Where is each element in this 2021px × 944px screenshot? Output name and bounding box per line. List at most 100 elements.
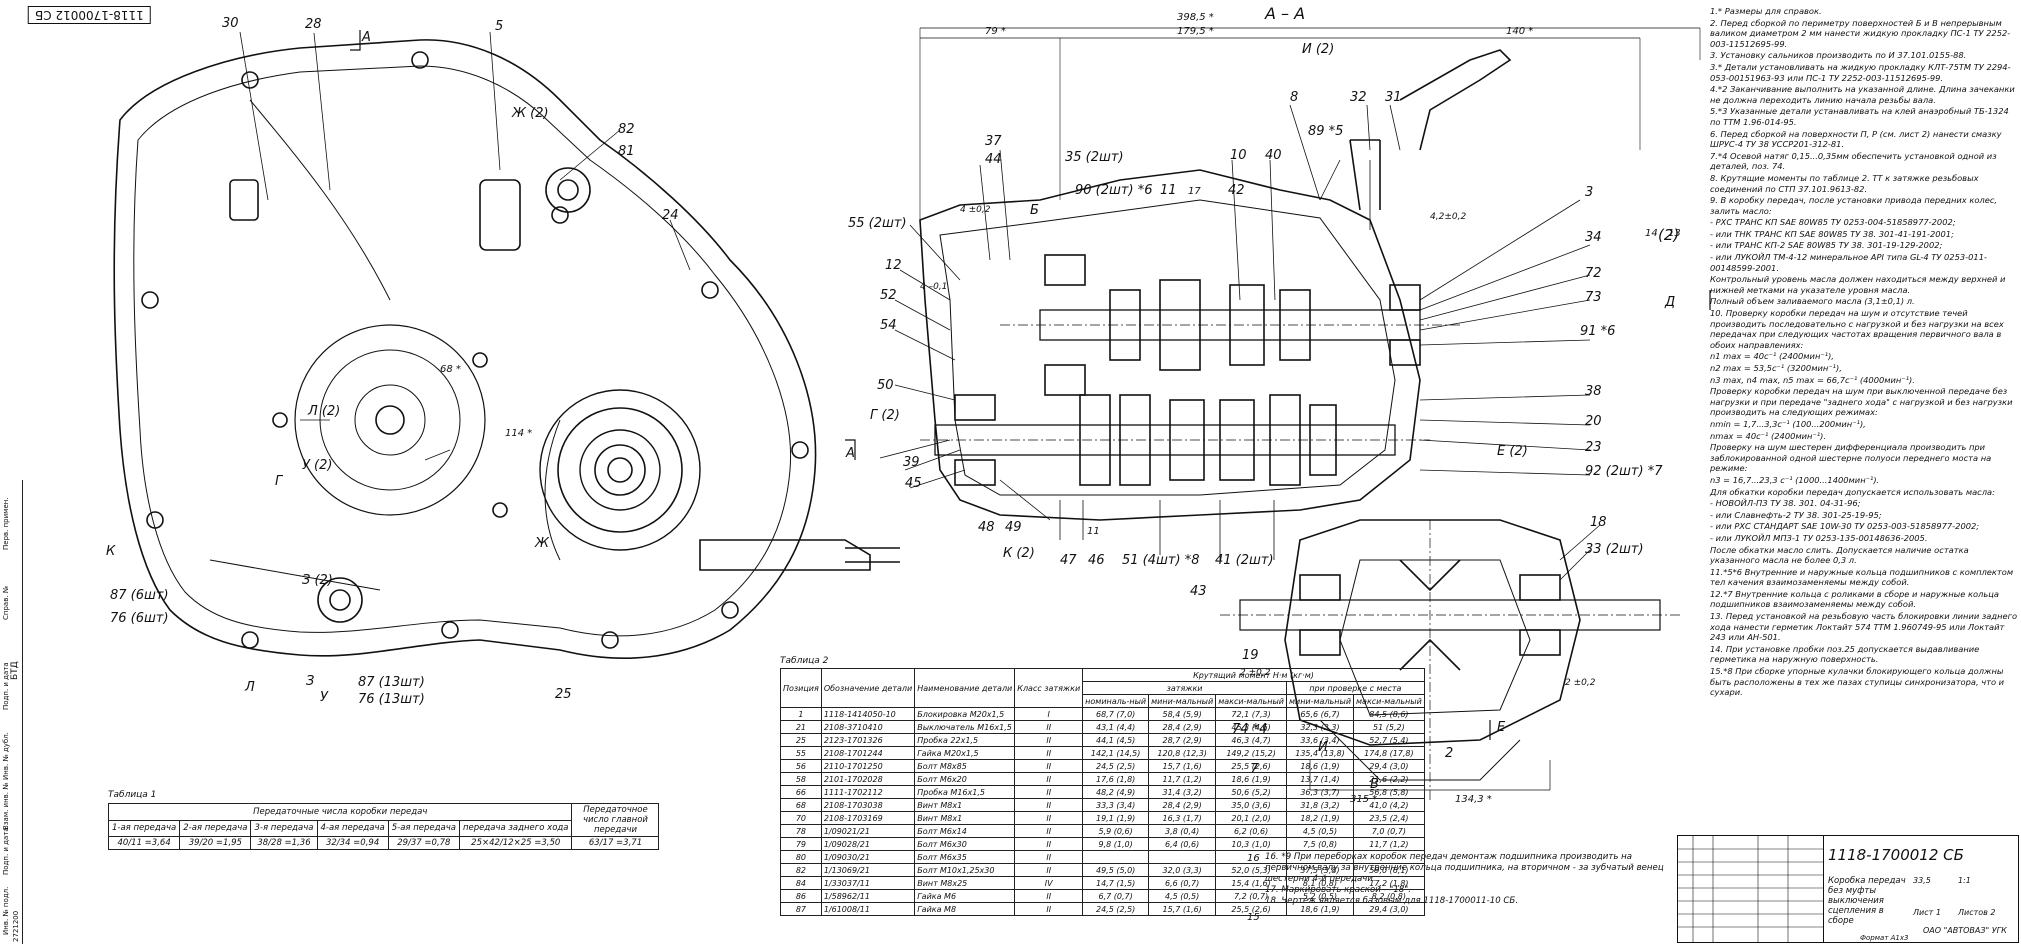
title-block-code: 1118-1700012 СБ	[1828, 846, 1964, 864]
table1-main-header: Передаточное число главной передачи	[571, 803, 660, 837]
title-block-scale: 1:1	[1958, 876, 1971, 885]
note: 13. Перед установкой на резьбовую часть …	[1710, 611, 2018, 643]
dim-114: 114 *	[505, 428, 533, 439]
table2-cell: 86	[780, 889, 822, 903]
table2-cell: 31,8 (3,2)	[1285, 798, 1355, 812]
table2-cell: 13,7 (1,4)	[1285, 772, 1355, 786]
callout-73: 73	[1585, 290, 1602, 305]
table1-cell: 32/34 =0,94	[316, 836, 389, 850]
title-block-sheet: Лист 1	[1913, 908, 1941, 917]
table2-cell: 1	[780, 707, 822, 721]
table1-cell: 40/11 =3,64	[107, 836, 181, 850]
table2-cell: 11,7 (1,2)	[1353, 837, 1425, 851]
table2-cell: 41,0 (4,2)	[1353, 798, 1425, 812]
table2-cell: Болт М6х30	[914, 837, 1016, 851]
table2-cell: 2123-1701326	[820, 733, 916, 747]
dim-140: 140 *	[1506, 26, 1534, 37]
callout-42: 42	[1228, 183, 1245, 198]
table2-cell: 149,2 (15,2)	[1215, 746, 1287, 760]
table2-cell: 7,5 (0,8)	[1285, 837, 1355, 851]
callout-32: 32	[1350, 90, 1367, 105]
table2-cell: 5,2 (0,5)	[1285, 889, 1355, 903]
table2-cell: 52,0 (5,3)	[1215, 863, 1287, 877]
table2-cell: II	[1014, 759, 1084, 773]
table2-cell: 21	[780, 720, 822, 734]
table2-cell: 28,4 (2,9)	[1148, 720, 1217, 734]
table2-header: Класс затяжки	[1014, 668, 1084, 708]
callout-51: 51 (4шт) *8	[1122, 553, 1200, 568]
note: n1 max = 40c⁻¹ (2400мин⁻¹),	[1710, 351, 1834, 362]
table2-cell: 15,7 (1,6)	[1148, 902, 1217, 916]
table2-cell: 8,1 (0,8)	[1285, 876, 1355, 890]
section-title: А – А	[1265, 4, 1306, 23]
flag-11: 11	[1087, 526, 1100, 537]
table1-col: передача заднего хода	[458, 819, 573, 837]
table2-cell: 87	[780, 902, 822, 916]
table2-cell: 46,3 (4,7)	[1215, 733, 1287, 747]
callout-l2: Л (2)	[308, 404, 341, 419]
title-block: 1118-1700012 СБ Коробка передач без муфт…	[1677, 835, 2019, 943]
table2-cell: 84,5 (8,6)	[1353, 707, 1425, 721]
callout-35: 35 (2шт)	[1065, 150, 1124, 165]
table2-cell: 59,0 (6,1)	[1353, 863, 1425, 877]
table2-cell: 56	[780, 759, 822, 773]
note: 9. В коробку передач, после установки пр…	[1710, 195, 1998, 216]
note: После обкатки масло слить. Допускается н…	[1710, 544, 1969, 566]
table2-cell: 29,4 (3,0)	[1353, 902, 1425, 916]
table2-cell: Пробка 22х1,5	[914, 733, 1016, 747]
table2-cell: 66	[780, 785, 822, 799]
table2-cell: Болт М10х1,25х30	[914, 863, 1016, 877]
table2-cell: 15,4 (1,6)	[1215, 876, 1287, 890]
callout-47: 47	[1060, 553, 1077, 568]
note: Контрольный уровень масла должен находит…	[1710, 274, 2006, 295]
table2-cell: 6,4 (0,6)	[1148, 837, 1217, 851]
flag-2: (2)	[1658, 226, 1680, 244]
table2-cell: 1/58962/11	[820, 889, 916, 903]
table2-cell: 174,8 (17,8)	[1353, 746, 1425, 760]
table2-cell: 44,1 (4,5)	[1082, 733, 1150, 747]
note: 7.*4 Осевой натяг 0,15...0,35мм обеспечи…	[1710, 150, 1997, 172]
section-mark-u: У	[320, 690, 328, 705]
callout-24: 24	[662, 208, 679, 223]
technical-notes: 1.* Размеры для справок. 2. Перед сборко…	[1710, 6, 2018, 699]
table2-cell: 5,9 (0,6)	[1082, 824, 1150, 838]
flag-13: 13	[1668, 228, 1681, 239]
title-block-grid	[1678, 836, 1824, 942]
note: n3 = 16,7...23,3 c⁻¹ (1000...1400мин⁻¹).	[1710, 474, 1880, 485]
callout-3: 3	[1585, 185, 1594, 200]
table2-header: мини-мальный	[1285, 694, 1355, 708]
table2-cell: 82	[780, 863, 822, 877]
torque-table: Таблица 2 Позиция Обозначение детали Наи…	[780, 656, 1425, 916]
callout-31: 31	[1385, 90, 1402, 105]
dim-4-2: 4,2±0,2	[1430, 212, 1467, 222]
table2-cell: 25,5 (2,6)	[1215, 902, 1287, 916]
callout-2: 2	[1445, 746, 1454, 761]
table2-cell: 1111-1702112	[820, 785, 916, 799]
callout-91: 91 *6	[1580, 324, 1616, 339]
callout-28: 28	[305, 17, 322, 32]
dim-4-02: 4 ±0,2	[960, 205, 991, 215]
table2-cell: Гайка М20х1,5	[914, 746, 1016, 760]
section-mark-a2: А	[846, 446, 855, 461]
table2-cell: 50,6 (5,2)	[1215, 785, 1287, 799]
note: 6. Перед сборкой на поверхности П, Р (см…	[1710, 128, 2002, 150]
table2-header: макси-мальный	[1353, 694, 1425, 708]
table2-cell: 52,7 (5,4)	[1353, 733, 1425, 747]
table2-cell: 78	[780, 824, 822, 838]
table2-cell: 68	[780, 798, 822, 812]
gear-ratio-table: Таблица 1 Передаточные числа коробки пер…	[107, 790, 660, 850]
table2-cell: 1/61008/11	[820, 902, 916, 916]
title-block-mass: 33,5	[1913, 876, 1931, 885]
table2-cell: 2108-3710410	[820, 720, 916, 734]
callout-72: 72	[1585, 266, 1602, 281]
table2-cell: 1/09021/21	[820, 824, 916, 838]
table1-col: 3-я передача	[250, 819, 318, 837]
table2-cell: Винт М8х1	[914, 811, 1016, 825]
table2-header: макси-мальный	[1215, 694, 1287, 708]
callout-8: 8	[1290, 90, 1299, 105]
table2-cell: 11,7 (1,2)	[1148, 772, 1217, 786]
